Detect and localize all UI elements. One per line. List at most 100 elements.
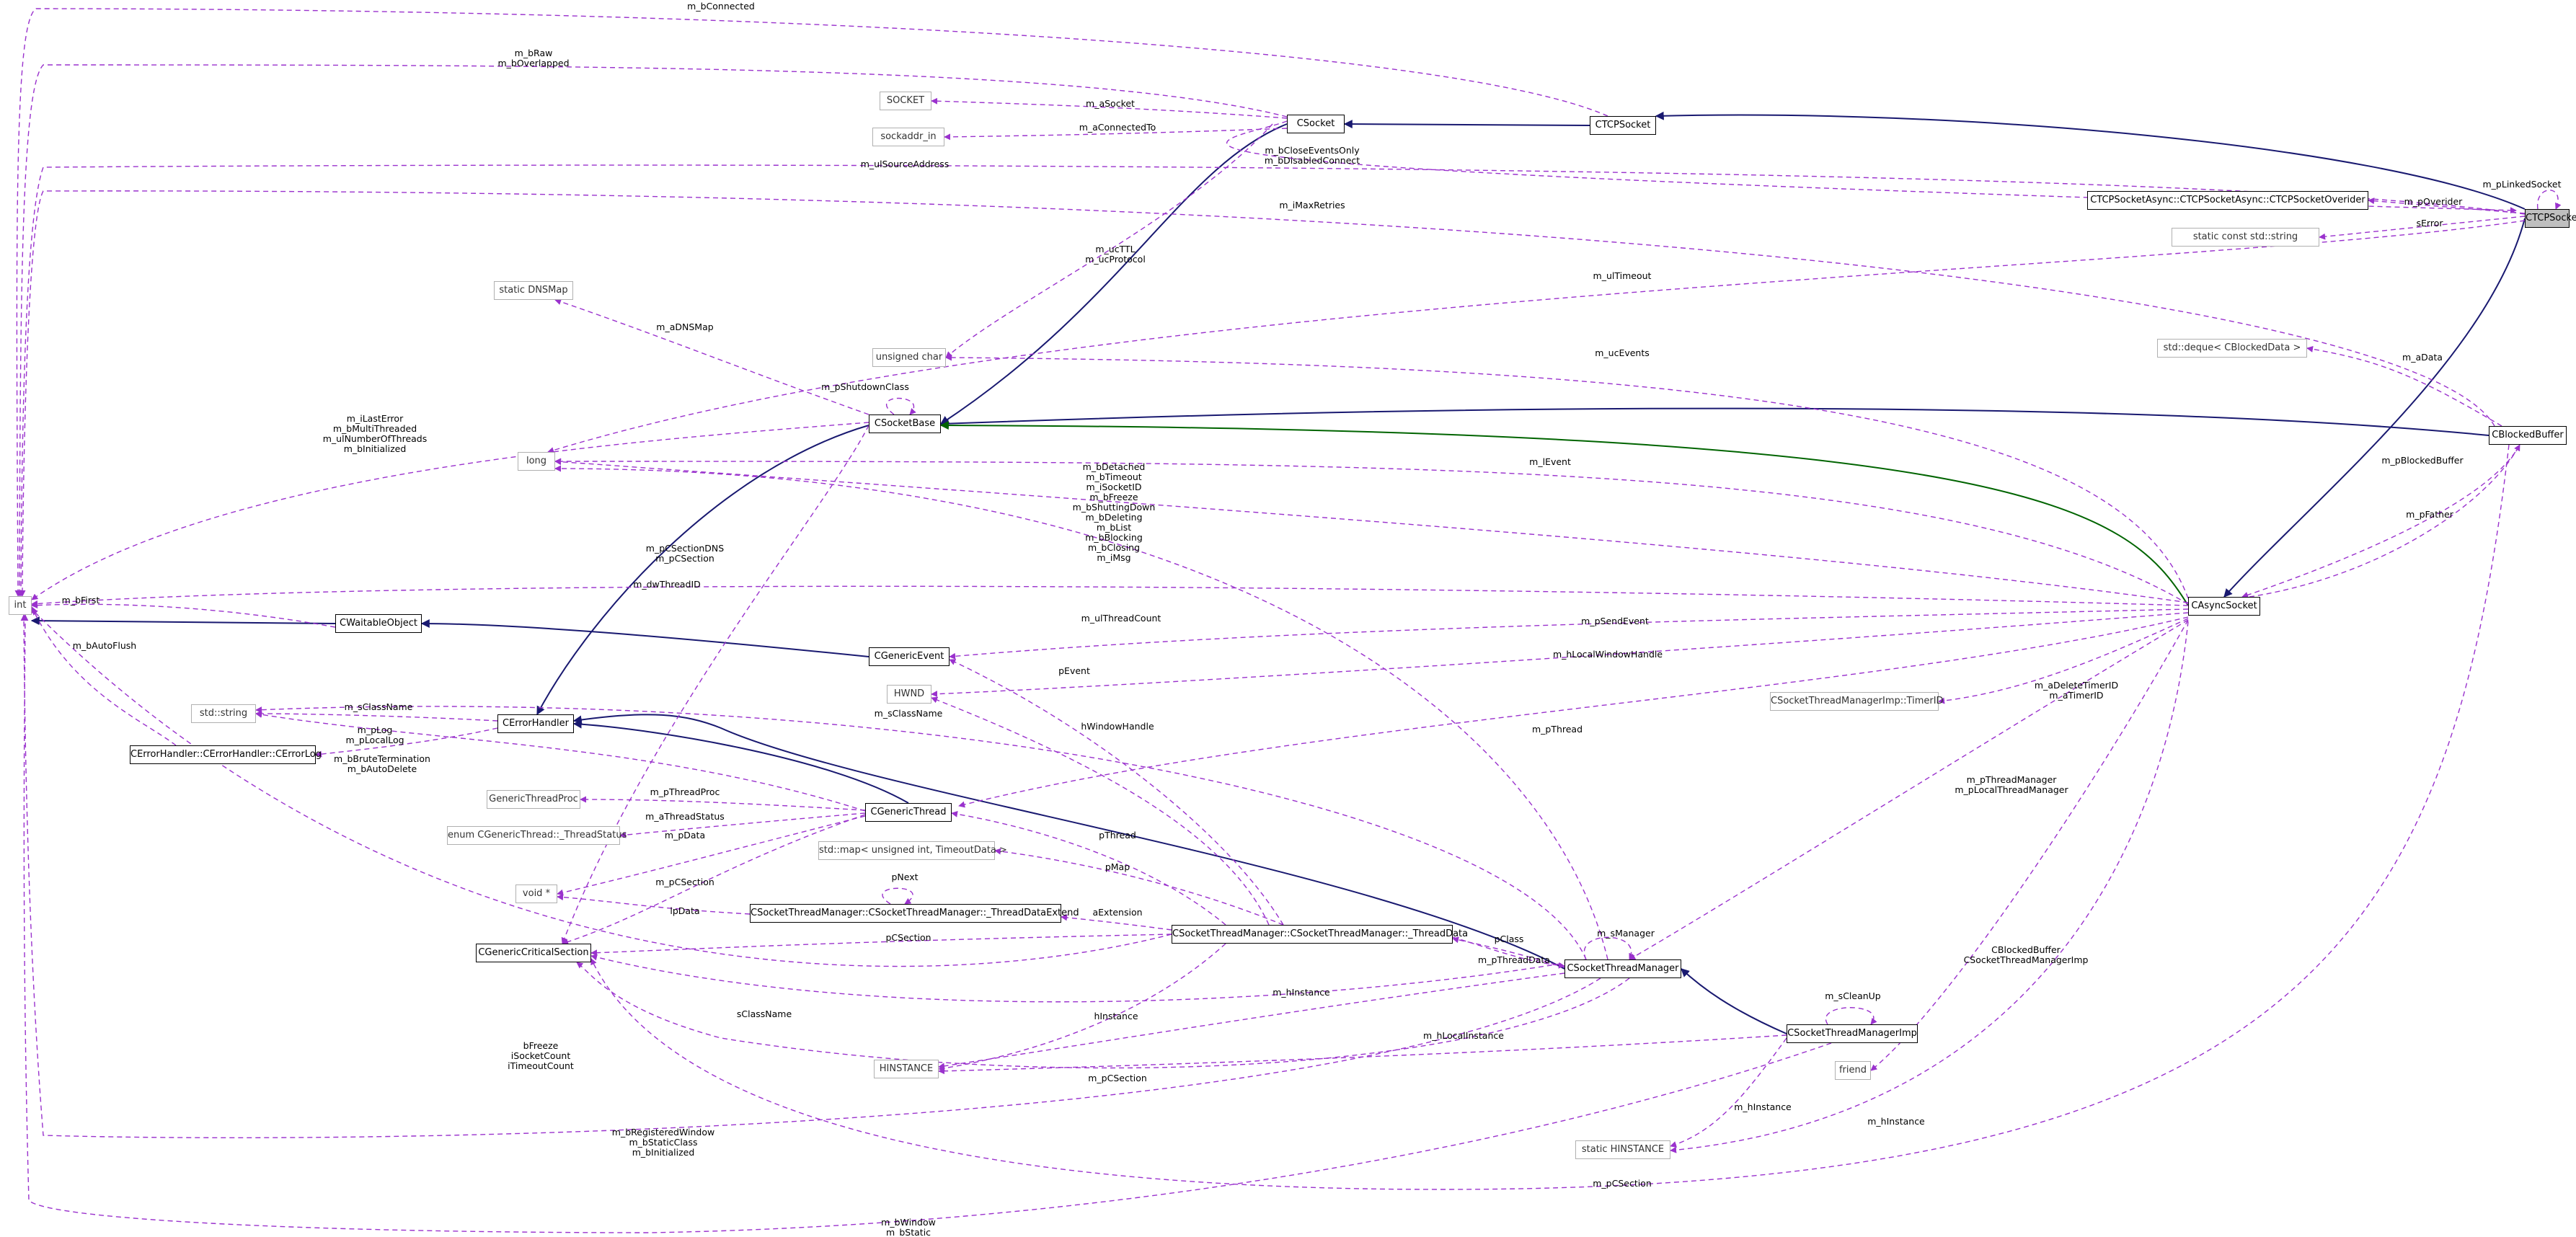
node-csocket[interactable]: CSocket (1287, 115, 1345, 133)
edge-label-asocket: m_aSocket (1086, 98, 1135, 109)
node-long[interactable]: long (518, 452, 555, 471)
edge-label-line: pEvent (1058, 665, 1090, 676)
node-std-map-timeoutdata[interactable]: std::map< unsigned int, TimeoutData > (818, 841, 1007, 860)
usage-edge-shutdownclass (886, 397, 916, 415)
node-socket-overider[interactable]: CTCPSocketAsync::CTCPSocketAsync::CTCPSo… (2087, 191, 2368, 210)
node-static-const-string[interactable]: static const std::string (2172, 228, 2319, 247)
edge-label-line: m_bWindow (881, 1217, 936, 1228)
node-void-ptr[interactable]: void * (515, 884, 557, 903)
node-timerid[interactable]: CSocketThreadManagerImp::TimerID (1770, 692, 1944, 711)
edge-label-line: m_pLocalThreadManager (1955, 784, 2068, 795)
usage-edge-pnext (882, 887, 913, 905)
edge-label-line: m_ulTimeout (1593, 270, 1652, 281)
usage-edge-hinstance2 (938, 943, 1226, 1072)
node-socket-type[interactable]: SOCKET (880, 92, 931, 110)
edge-label-ulthreadcount: m_ulThreadCount (1081, 613, 1161, 624)
node-csocketbase[interactable]: CSocketBase (869, 414, 941, 433)
usage-edge-hinstance1 (938, 972, 1565, 1070)
usage-edge-bfirst (31, 602, 336, 628)
node-cblockedbuffer[interactable]: CBlockedBuffer (2489, 426, 2567, 445)
usage-edge-sclassname1 (255, 710, 498, 722)
edge-label-adata: m_aData (2402, 352, 2443, 363)
usage-edge-ucttl (945, 123, 1273, 358)
node-genericthreadproc[interactable]: GenericThreadProc (487, 790, 580, 809)
node-unsigned-char[interactable]: unsigned char (872, 348, 946, 367)
node-threaddataextend[interactable]: CSocketThreadManager::CSocketThreadManag… (750, 904, 1079, 923)
edge-label-line: pNext (891, 872, 918, 882)
edge-label-line: m_bInitialized (344, 443, 407, 454)
edge-label-line: m_hLocalInstance (1423, 1030, 1504, 1041)
edge-label-pcsection3: m_pCSection (1088, 1073, 1147, 1083)
node-static-hinstance[interactable]: static HINSTANCE (1575, 1140, 1670, 1159)
usage-edge-pthreadproc (580, 796, 866, 811)
usage-edge-levent (554, 458, 2189, 605)
edge-label-line: m_pFather (2406, 509, 2454, 520)
edge-label-line: m_aConnectedTo (1079, 122, 1156, 133)
node-csocketthreadmanagerimp[interactable]: CSocketThreadManagerImp (1787, 1024, 1918, 1043)
edge-label-pcsection4: m_pCSection (1593, 1178, 1652, 1189)
edge-label-sclassname1: m_sClassName (345, 701, 413, 712)
edge-label-line: m_bFreeze (1089, 492, 1138, 502)
edge-label-linkedsocket: m_pLinkedSocket (2483, 179, 2562, 190)
usage-edge-athreadstatus (619, 812, 866, 838)
edge-label-line: m_bStatic (886, 1227, 931, 1237)
edge-label-pevent: pEvent (1058, 665, 1090, 676)
edge-label-line: m_pBlockedBuffer (2381, 455, 2464, 466)
edge-label-hinstance3: m_hInstance (1734, 1101, 1792, 1112)
edge-label-aextension: aExtension (1092, 907, 1142, 918)
usage-edge-pthreaddata (1452, 936, 1565, 969)
edge-label-aconnectedto: m_aConnectedTo (1079, 122, 1156, 133)
node-ctcpsocket[interactable]: CTCPSocket (1590, 116, 1656, 135)
edge-label-line: m_pData (665, 830, 705, 841)
edge-label-sclassname3: sClassName (737, 1008, 792, 1019)
node-deque-blockeddata[interactable]: std::deque< CBlockedData > (2157, 339, 2307, 358)
usage-edge-bwindow (22, 614, 1832, 1233)
node-ctcpsocketasync[interactable]: CTCPSocketAsync (2525, 209, 2576, 228)
node-cerrorlog[interactable]: CErrorHandler::CErrorHandler::CErrorLog (130, 745, 322, 764)
node-static-dnsmap[interactable]: static DNSMap (494, 281, 573, 300)
node-hinstance[interactable]: HINSTANCE (874, 1060, 939, 1078)
edge-label-scleanup: m_sCleanUp (1825, 990, 1881, 1001)
edge-label-sclassname2: m_sClassName (875, 708, 943, 719)
node-cgenericcriticalsection[interactable]: CGenericCriticalSection (476, 944, 591, 962)
node-threaddata[interactable]: CSocketThreadManager::CSocketThreadManag… (1172, 925, 1468, 944)
edge-label-line: m_bStaticClass (629, 1137, 698, 1148)
node-std-string[interactable]: std::string (191, 704, 256, 723)
node-cerrorhandler[interactable]: CErrorHandler (497, 714, 574, 733)
edge-label-line: m_bOverlapped (497, 58, 569, 68)
inheritance-edge (1343, 120, 1590, 129)
usage-edge-hwindowhandle (931, 696, 1270, 926)
node-casyncsocket[interactable]: CAsyncSocket (2188, 597, 2260, 616)
edge-label-line: m_pCSection (1088, 1073, 1147, 1083)
node-cgenericthread[interactable]: CGenericThread (865, 803, 952, 822)
usage-edge-hinstance3 (1670, 1037, 1787, 1148)
edge-label-line: bFreeze (523, 1040, 559, 1051)
node-csocketthreadmanager[interactable]: CSocketThreadManager (1564, 959, 1681, 978)
edge-label-line: m_pSendEvent (1581, 616, 1649, 626)
edge-label-pthreadproc: m_pThreadProc (650, 786, 720, 797)
node-friend[interactable]: friend (1835, 1061, 1871, 1080)
edge-label-pcsection1: m_pCSection (655, 877, 714, 887)
usage-edge-smanager (1583, 936, 1635, 960)
edge-label-line: m_hInstance (1272, 987, 1330, 998)
node-hwnd[interactable]: HWND (887, 685, 931, 704)
node-sockaddr-in[interactable]: sockaddr_in (872, 128, 944, 146)
edge-label-line: m_pThreadManager (1967, 774, 2058, 785)
edge-label-line: m_pThreadData (1478, 954, 1550, 965)
edge-label-line: m_pCSection (655, 553, 714, 564)
node-cgenericevent[interactable]: CGenericEvent (869, 647, 950, 666)
edge-label-line: pThread (1099, 830, 1136, 841)
edge-label-line: pCSection (885, 932, 931, 943)
inheritance-edge (420, 619, 869, 657)
node-int[interactable]: int (9, 596, 32, 615)
node-threadstatus[interactable]: enum CGenericThread::_ThreadStatus (447, 826, 627, 845)
edge-label-bconnected: m_bConnected (687, 1, 755, 12)
node-cwaitableobject[interactable]: CWaitableObject (335, 614, 422, 633)
edge-label-line: m_dwThreadID (633, 579, 701, 590)
edge-label-ucevents: m_ucEvents (1595, 347, 1650, 358)
